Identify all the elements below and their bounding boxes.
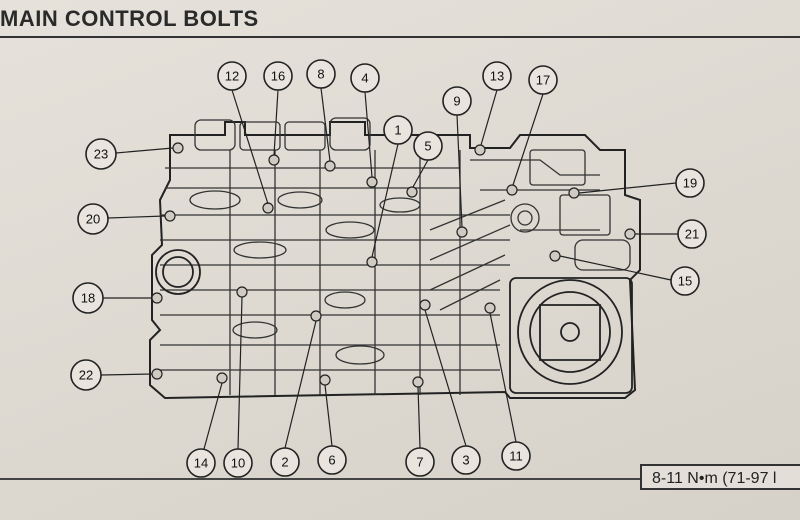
svg-text:13: 13	[490, 69, 504, 84]
svg-text:1: 1	[394, 123, 401, 138]
callout-4: 4	[350, 63, 380, 93]
svg-text:9: 9	[453, 94, 460, 109]
svg-text:3: 3	[462, 453, 469, 468]
svg-text:2: 2	[281, 455, 288, 470]
callout-16: 16	[263, 61, 293, 91]
valve-body	[149, 121, 641, 400]
accumulator	[509, 277, 633, 394]
callout-5: 5	[413, 131, 443, 161]
svg-text:11: 11	[509, 449, 523, 464]
title-rule	[0, 36, 800, 38]
svg-text:16: 16	[271, 69, 285, 84]
callout-12: 12	[217, 61, 247, 91]
callout-14: 14	[186, 448, 216, 478]
callout-20: 20	[77, 203, 109, 235]
svg-text:20: 20	[86, 212, 100, 227]
svg-text:23: 23	[94, 147, 108, 162]
bolt-heads	[151, 142, 636, 388]
callout-21: 21	[677, 219, 707, 249]
left-port	[155, 249, 201, 295]
svg-text:6: 6	[328, 453, 335, 468]
callout-15: 15	[670, 266, 700, 296]
page-title: MAIN CONTROL BOLTS	[0, 6, 259, 31]
svg-text:12: 12	[225, 69, 239, 84]
torque-spec: 8-11 N•m (71-97 l	[640, 464, 800, 490]
valve-body-outline	[149, 121, 641, 400]
callout-17: 17	[528, 65, 558, 95]
callout-11: 11	[501, 441, 531, 471]
bottom-rule	[0, 478, 800, 480]
callout-7: 7	[405, 447, 435, 477]
callout-23: 23	[85, 138, 117, 170]
leader-lines	[100, 87, 678, 450]
callout-9: 9	[442, 86, 472, 116]
callout-10: 10	[223, 448, 253, 478]
svg-text:14: 14	[194, 456, 208, 471]
svg-text:5: 5	[424, 139, 431, 154]
svg-text:17: 17	[536, 73, 550, 88]
callout-13: 13	[482, 61, 512, 91]
svg-text:19: 19	[683, 176, 697, 191]
callout-6: 6	[317, 445, 347, 475]
svg-text:10: 10	[231, 456, 245, 471]
svg-text:15: 15	[678, 274, 692, 289]
callout-22: 22	[70, 359, 102, 391]
svg-text:18: 18	[81, 291, 95, 306]
callout-8: 8	[306, 59, 336, 89]
callout-19: 19	[675, 168, 705, 198]
callout-2: 2	[270, 447, 300, 477]
svg-text:8: 8	[317, 67, 324, 82]
callout-3: 3	[451, 445, 481, 475]
svg-text:21: 21	[685, 227, 699, 242]
callout-18: 18	[72, 282, 104, 314]
svg-text:7: 7	[416, 455, 423, 470]
svg-text:22: 22	[79, 368, 93, 383]
svg-text:4: 4	[361, 71, 368, 86]
callout-1: 1	[383, 115, 413, 145]
